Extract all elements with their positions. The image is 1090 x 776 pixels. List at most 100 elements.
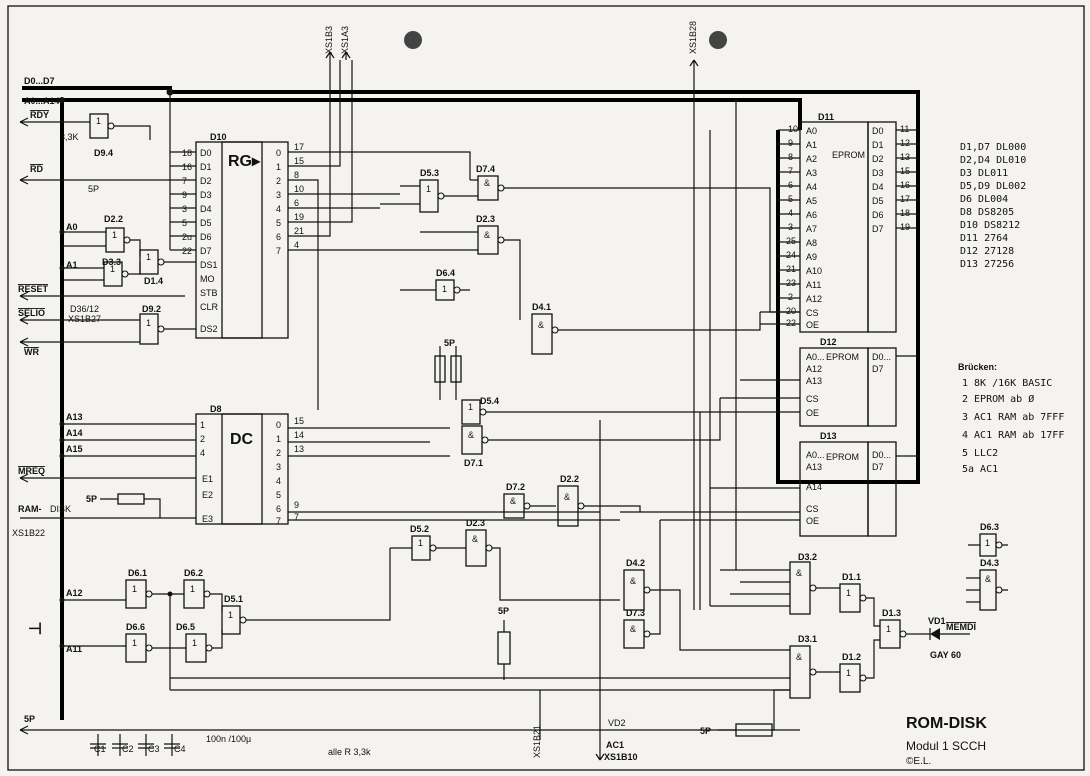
gate-d12: 1 D1.2 — [839, 639, 880, 693]
svg-text:A12: A12 — [806, 294, 822, 304]
svg-text:DS2: DS2 — [200, 324, 218, 334]
svg-text:XS1B22: XS1B22 — [12, 528, 45, 538]
svg-text:D13 27256: D13 27256 — [960, 259, 1014, 270]
svg-text:5P: 5P — [86, 494, 97, 504]
svg-text:C3: C3 — [148, 744, 160, 754]
svg-text:D36/12: D36/12 — [70, 304, 99, 314]
chip-d12: D12 EPROM A0... A12 A13 CS OE D0... D7 — [700, 337, 918, 427]
chip-d8: D8 DC 1 2 4 E1 E2 E3 0 1 2 3 4 5 6 7 15 … — [86, 404, 620, 526]
svg-text:XS1B27: XS1B27 — [68, 314, 101, 324]
svg-text:&: & — [484, 178, 490, 188]
svg-text:D3 DL011: D3 DL011 — [960, 168, 1008, 179]
gate-d43: & D4.3 — [966, 558, 1008, 611]
svg-text:A13: A13 — [806, 462, 822, 472]
svg-text:D6: D6 — [200, 232, 212, 242]
svg-text:RDY: RDY — [30, 110, 49, 120]
svg-text:D7.1: D7.1 — [464, 458, 483, 468]
gate-d41: & D4.1 — [531, 302, 761, 355]
svg-text:A0...: A0... — [806, 450, 825, 460]
svg-text:18: 18 — [900, 208, 910, 218]
svg-text:RD: RD — [30, 164, 43, 174]
svg-text:D0...D7: D0...D7 — [24, 76, 55, 86]
svg-text:5P: 5P — [24, 714, 35, 724]
svg-text:D7: D7 — [872, 224, 884, 234]
top-connectors: XS1B3 XS1A3 XS1B28 — [324, 21, 699, 610]
svg-text:E2: E2 — [202, 490, 213, 500]
svg-text:1: 1 — [132, 638, 137, 648]
svg-text:17: 17 — [294, 142, 304, 152]
svg-text:21: 21 — [294, 226, 304, 236]
svg-text:A0...: A0... — [806, 352, 825, 362]
svg-text:D10: D10 — [210, 132, 227, 142]
svg-text:1: 1 — [276, 434, 281, 444]
svg-text:D6.4: D6.4 — [436, 268, 455, 278]
svg-text:A7: A7 — [806, 224, 817, 234]
gate-d54: 1 D5.4 — [461, 396, 700, 425]
svg-text:5P: 5P — [700, 726, 711, 736]
svg-text:5 LLC2: 5 LLC2 — [962, 448, 998, 459]
svg-text:D10 DS8212: D10 DS8212 — [960, 220, 1020, 231]
junction-dots — [59, 88, 174, 649]
gate-d64: 1 D6.4 — [400, 268, 470, 301]
svg-text:25: 25 — [786, 236, 796, 246]
svg-text:5P: 5P — [498, 606, 509, 616]
svg-text:D0: D0 — [200, 148, 212, 158]
svg-text:RESET: RESET — [18, 284, 49, 294]
svg-text:D1.3: D1.3 — [882, 608, 901, 618]
svg-text:A12: A12 — [66, 588, 83, 598]
svg-text:OE: OE — [806, 408, 819, 418]
svg-text:DISK: DISK — [50, 504, 71, 514]
svg-text:C1: C1 — [94, 744, 106, 754]
bottom-labels: XS1B21 VD2 AC1 XS1B10 — [532, 718, 638, 762]
gate-d31: & D3.1 — [789, 634, 840, 699]
gate-d63: 1 D6.3 — [968, 522, 1008, 557]
svg-text:D1: D1 — [872, 140, 884, 150]
svg-text:D5: D5 — [872, 196, 884, 206]
svg-text:D2: D2 — [200, 176, 212, 186]
svg-text:1: 1 — [426, 184, 431, 194]
svg-text:5: 5 — [276, 490, 281, 500]
svg-text:MREQ: MREQ — [18, 466, 45, 476]
svg-text:1: 1 — [418, 538, 423, 548]
svg-text:14: 14 — [294, 430, 304, 440]
svg-text:6: 6 — [276, 232, 281, 242]
svg-text:4: 4 — [788, 208, 793, 218]
svg-text:2: 2 — [788, 292, 793, 302]
svg-text:1: 1 — [110, 264, 115, 274]
svg-text:19: 19 — [294, 212, 304, 222]
svg-text:10: 10 — [294, 184, 304, 194]
svg-text:1: 1 — [276, 162, 281, 172]
svg-text:D4.3: D4.3 — [980, 558, 999, 568]
svg-text:8: 8 — [294, 170, 299, 180]
svg-text:D5,D9 DL002: D5,D9 DL002 — [960, 181, 1026, 192]
svg-text:A14: A14 — [806, 482, 822, 492]
svg-text:DS1: DS1 — [200, 260, 218, 270]
svg-text:2: 2 — [276, 448, 281, 458]
svg-text:A11: A11 — [66, 644, 82, 654]
svg-text:A2: A2 — [806, 154, 817, 164]
svg-text:D9.2: D9.2 — [142, 304, 161, 314]
gate-d72: & D7.2 — [503, 482, 556, 519]
svg-text:9: 9 — [788, 138, 793, 148]
svg-text:21: 21 — [786, 264, 796, 274]
svg-text:E1: E1 — [202, 474, 213, 484]
svg-text:A0: A0 — [66, 222, 78, 232]
gate-d92: 1 D9.2 — [139, 304, 196, 345]
svg-text:D2.3: D2.3 — [466, 518, 485, 528]
svg-text:D5.1: D5.1 — [224, 594, 243, 604]
svg-text:4: 4 — [276, 204, 281, 214]
svg-text:7: 7 — [788, 166, 793, 176]
svg-text:D7.3: D7.3 — [626, 608, 645, 618]
svg-text:1: 1 — [468, 402, 473, 412]
svg-text:D1,D7 DL000: D1,D7 DL000 — [960, 142, 1026, 153]
svg-text:15: 15 — [294, 156, 304, 166]
svg-text:3 AC1 RAM ab 7FFF: 3 AC1 RAM ab 7FFF — [962, 412, 1064, 423]
gate-d23-top: & D2.3 — [370, 214, 521, 320]
gate-d32: & D3.2 — [710, 552, 840, 615]
svg-text:D6 DL004: D6 DL004 — [960, 194, 1008, 205]
svg-text:D5.3: D5.3 — [420, 168, 439, 178]
svg-text:D3: D3 — [872, 168, 884, 178]
svg-text:VD2: VD2 — [608, 718, 626, 728]
capacitors: C1 C2 C3 C4 100n /100µ alle R 3,3k — [90, 734, 371, 757]
svg-text:1: 1 — [886, 624, 891, 634]
